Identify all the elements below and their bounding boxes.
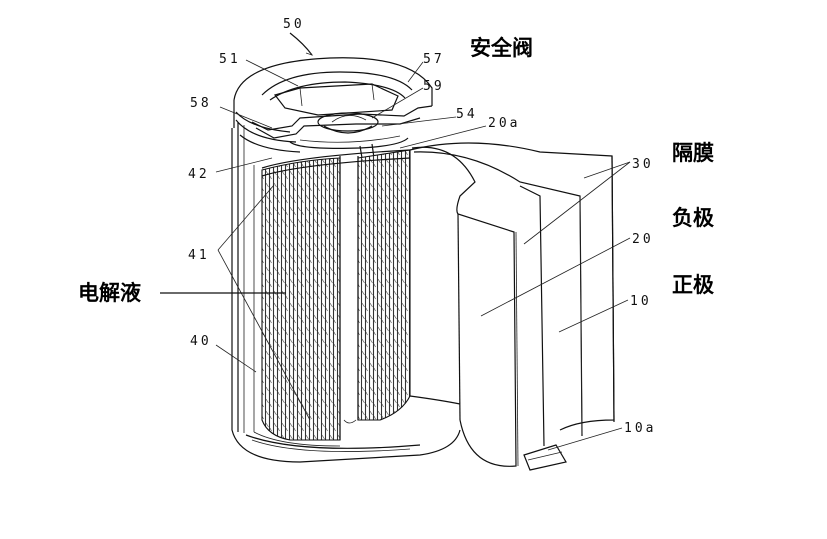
ref-59: 59: [423, 79, 445, 94]
label-positive: 正极: [672, 272, 715, 297]
ref-57: 57: [423, 52, 445, 67]
peeled-sheets: [409, 142, 615, 471]
ref-58: 58: [190, 96, 212, 111]
ref-10a: 10a: [624, 421, 656, 436]
label-negative: 负极: [672, 205, 715, 230]
ref-50: 50: [283, 17, 305, 32]
ref-20: 20: [632, 232, 654, 247]
ref-51: 51: [219, 52, 241, 67]
ref-10: 10: [630, 294, 652, 309]
component-labels: 安全阀 隔膜 负极 正极 电解液: [78, 35, 715, 305]
ref-41: 41: [188, 248, 210, 263]
ref-30: 30: [632, 157, 654, 172]
label-separator: 隔膜: [672, 140, 714, 165]
ref-40: 40: [190, 334, 212, 349]
top-cap-assembly: [233, 57, 433, 159]
leader-lines: [160, 32, 631, 451]
label-electrolyte: 电解液: [78, 280, 141, 305]
battery-can: [231, 122, 461, 463]
ref-54: 54: [456, 107, 478, 122]
label-safety-valve: 安全阀: [470, 35, 533, 60]
reference-numbers: 50 51 57 59 58 54 20a 42 30 20 41 10 40 …: [188, 17, 656, 436]
electrode-winding: [253, 149, 411, 447]
ref-42: 42: [188, 167, 210, 182]
ref-20a: 20a: [488, 116, 520, 131]
